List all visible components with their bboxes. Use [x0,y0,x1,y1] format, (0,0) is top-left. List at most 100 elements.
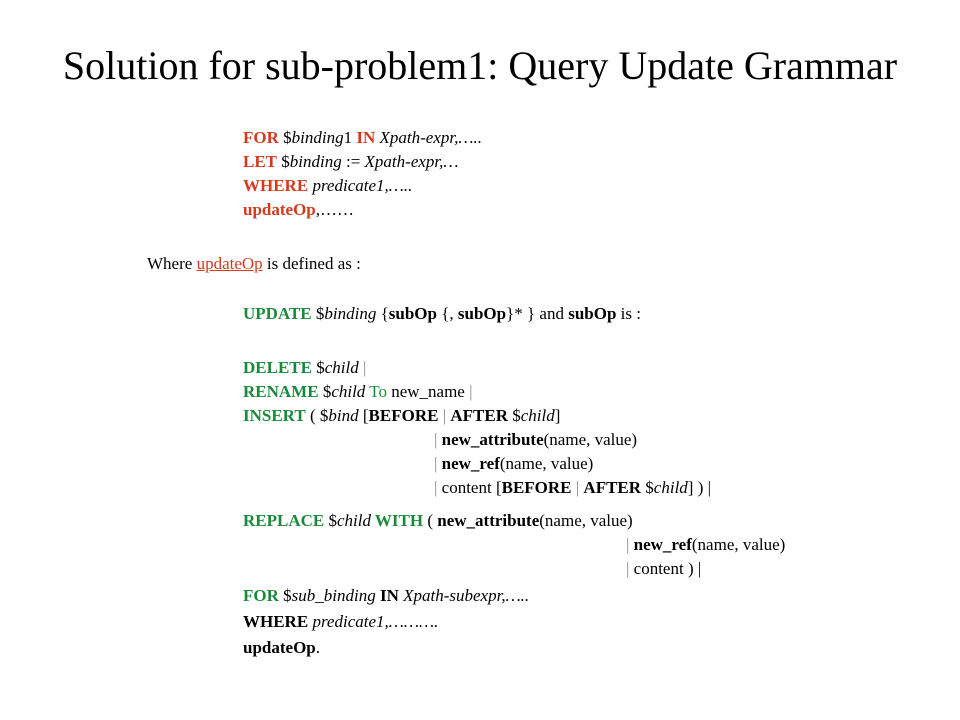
keyword-where: WHERE [243,176,309,195]
grammar-line-replace-content: | content ) | [626,558,701,580]
definition-suffix: is defined as : [262,254,361,273]
grammar-line-updateop-end: updateOp. [243,637,320,659]
definition-line: Where updateOp is defined as : [147,253,361,275]
updateop-link[interactable]: updateOp [196,254,263,273]
separator-bar: | [626,559,634,578]
separator-bar: | [434,430,442,449]
variable-binding: binding [291,128,344,147]
keyword-where: WHERE [243,612,309,631]
grammar-line-where-sub: WHERE predicate1,………. [243,611,438,633]
keyword-new-attribute: new_attribute [441,430,544,449]
variable-sub-binding: sub_binding [291,586,376,605]
variable-prefix: $ [278,128,292,147]
new-name: new_name [386,382,470,401]
subop-term: subOp [568,304,617,323]
xpath-expr: Xpath-expr,… [364,152,459,171]
text-part: { [376,304,389,323]
text-part: ( [423,511,438,530]
variable-child: child [336,511,371,530]
grammar-line-delete: DELETE $child | [243,357,366,379]
variable-prefix: $ [324,511,337,530]
arguments: (name, value) [691,535,786,554]
text-part: ( $ [305,406,329,425]
keyword-before: BEFORE [368,406,439,425]
text-part: {, [436,304,458,323]
variable-child: child [331,382,366,401]
subop-term: subOp [457,304,507,323]
variable-prefix: $ [277,152,290,171]
variable-prefix: $ [278,586,292,605]
predicate: predicate1,….. [308,176,413,195]
grammar-line-for: FOR $binding1 IN Xpath-expr,….. [243,127,482,149]
separator-bar: | [438,406,451,425]
keyword-replace: REPLACE [243,511,325,530]
keyword-in: IN [375,586,399,605]
grammar-line-where: WHERE predicate1,….. [243,175,412,197]
xpath-expr: Xpath-expr,….. [375,128,482,147]
variable-prefix: $ [311,304,325,323]
text-part: [ [358,406,369,425]
keyword-to: To [365,382,387,401]
text-part: . [315,638,320,657]
grammar-line-updateop: updateOp,…… [243,199,354,221]
variable-child: child [324,358,359,377]
keyword-with: WITH [370,511,424,530]
text-part: is : [616,304,641,323]
keyword-let: LET [243,152,278,171]
variable-prefix: $ [311,358,325,377]
separator-bar: | [571,478,584,497]
grammar-line-insert: INSERT ( $bind [BEFORE | AFTER $child] [243,405,560,427]
grammar-line-rename: RENAME $child To new_name | [243,381,473,403]
variable-number: 1 [343,128,357,147]
separator-bar: | [626,535,634,554]
keyword-for: FOR [243,128,279,147]
keyword-updateop: updateOp [243,638,316,657]
variable-binding: binding [289,152,342,171]
variable-bind: bind [328,406,359,425]
text-part: ] ) | [687,478,712,497]
text-part: ] [554,406,561,425]
grammar-line-update: UPDATE $binding {subOp {, subOp}* } and … [243,303,641,325]
text-part: }* } and [506,304,569,323]
variable-prefix: $ [507,406,521,425]
keyword-for: FOR [243,586,279,605]
keyword-after: AFTER [450,406,508,425]
grammar-line-for-sub: FOR $sub_binding IN Xpath-subexpr,….. [243,585,529,607]
grammar-line-replace-ref: | new_ref(name, value) [626,534,785,556]
grammar-line-insert-ref: | new_ref(name, value) [434,453,593,475]
keyword-in: IN [356,128,376,147]
separator-bar: | [469,382,473,401]
page-title: Solution for sub-problem1: Query Update … [62,43,898,88]
text-part: content [ [441,478,502,497]
separator-bar: | [434,454,442,473]
keyword-after: AFTER [583,478,642,497]
definition-prefix: Where [147,254,197,273]
variable-prefix: $ [641,478,654,497]
keyword-updateop: updateOp [243,200,316,219]
variable-binding: binding [324,304,377,323]
variable-child: child [653,478,688,497]
grammar-line-insert-content: | content [BEFORE | AFTER $child] ) | [434,477,711,499]
grammar-line-let: LET $binding := Xpath-expr,… [243,151,459,173]
text-part: content ) | [633,559,702,578]
arguments: (name, value) [543,430,638,449]
keyword-insert: INSERT [243,406,306,425]
ellipsis: ,…… [315,200,354,219]
keyword-before: BEFORE [501,478,572,497]
separator-bar: | [434,478,442,497]
predicate: predicate1,………. [308,612,439,631]
xpath-subexpr: Xpath-subexpr,….. [398,586,530,605]
arguments: (name, value) [539,511,633,530]
keyword-update: UPDATE [243,304,312,323]
variable-prefix: $ [318,382,332,401]
variable-child: child [520,406,555,425]
keyword-rename: RENAME [243,382,319,401]
keyword-new-ref: new_ref [441,454,500,473]
keyword-delete: DELETE [243,358,312,377]
arguments: (name, value) [499,454,594,473]
keyword-new-attribute: new_attribute [437,511,540,530]
separator-bar: | [358,358,367,377]
grammar-line-insert-attribute: | new_attribute(name, value) [434,429,637,451]
subop-term: subOp [388,304,437,323]
keyword-new-ref: new_ref [633,535,692,554]
